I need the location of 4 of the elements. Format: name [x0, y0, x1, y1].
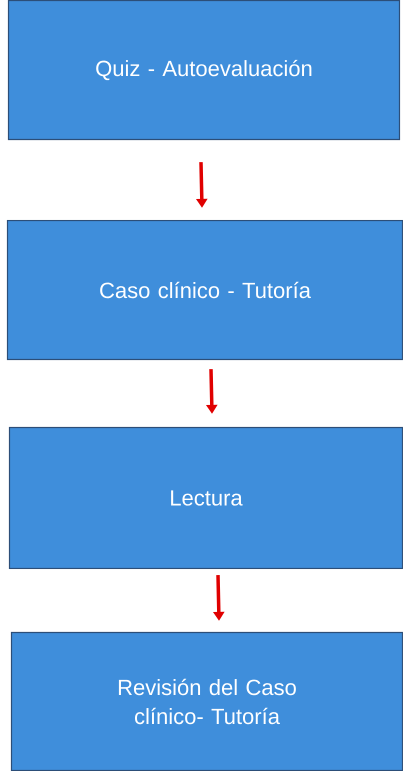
process-box: Caso clínico - Tutoría	[6, 220, 403, 360]
process-box: Revisión del Caso clínico- Tutoría	[10, 632, 403, 771]
process-box: Quiz - Autoevaluación	[8, 0, 400, 140]
process-box: Lectura	[8, 426, 403, 570]
